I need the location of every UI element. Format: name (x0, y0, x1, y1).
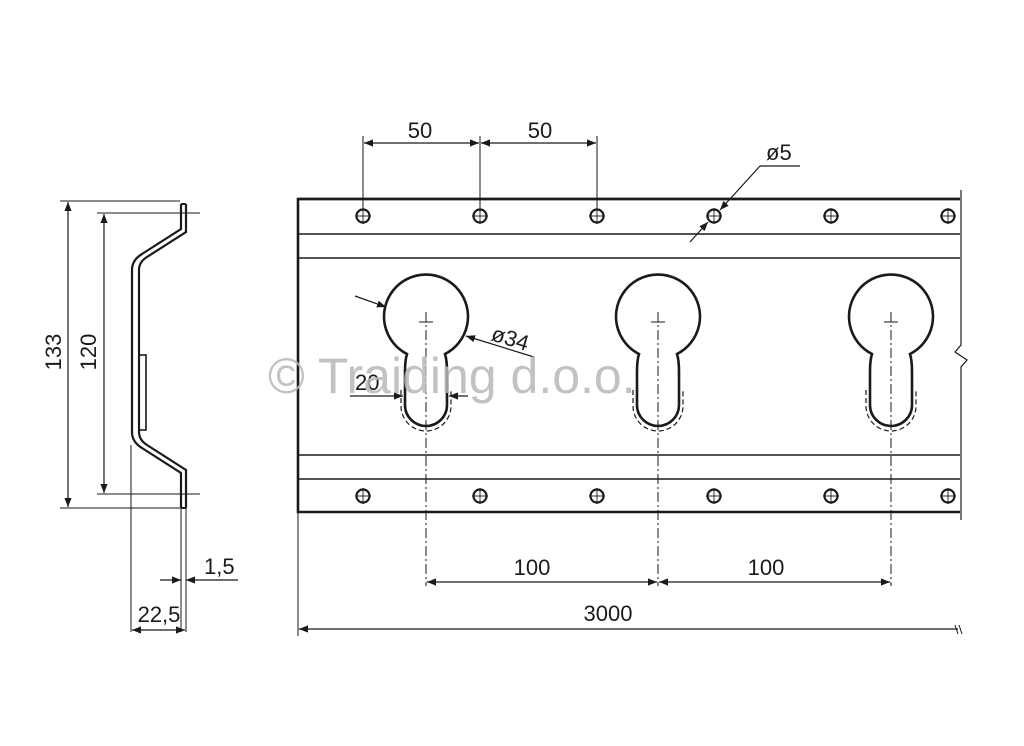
small-holes-bottom (355, 488, 956, 504)
dim-total-length: 3000 (584, 601, 633, 626)
front-view: 50 50 ø5 ø34 20 100 100 3000 (296, 118, 968, 636)
keyhole-2 (614, 273, 702, 586)
profile-insert (138, 354, 147, 431)
dim-hole-spacing-2: 50 (528, 118, 552, 143)
dim-slot-width: 20 (355, 370, 379, 395)
dim-hole-spacing-1: 50 (408, 118, 432, 143)
dim-profile-depth: 22,5 (138, 602, 181, 627)
watermark: © Traiding d.o.o. (268, 348, 636, 404)
keyhole-1 (382, 273, 470, 586)
dim-keyhole-spacing-2: 100 (748, 555, 785, 580)
side-profile-view: 133 120 1,5 22,5 (41, 200, 238, 634)
dim-material-thickness: 1,5 (204, 554, 235, 579)
profile-outline-inner (130, 204, 183, 508)
dim-small-hole-diameter: ø5 (766, 140, 792, 165)
dim-profile-height-outer: 133 (41, 334, 66, 371)
small-holes-top (355, 208, 956, 224)
dim-profile-height-inner: 120 (76, 334, 101, 371)
break-line (954, 190, 968, 520)
dim-keyhole-spacing-1: 100 (514, 555, 551, 580)
profile-outline (137, 204, 188, 508)
keyhole-3 (847, 273, 935, 586)
